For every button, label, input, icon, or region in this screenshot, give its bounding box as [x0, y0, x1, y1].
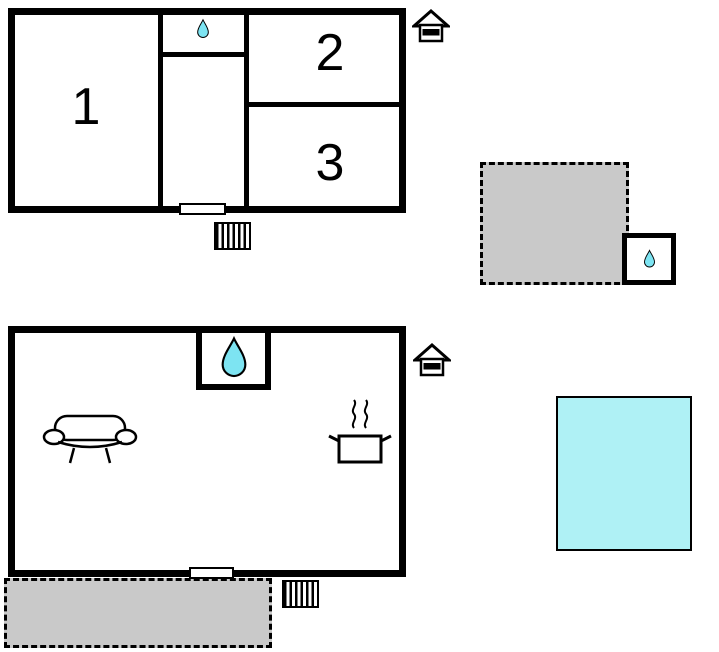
pool [556, 396, 692, 551]
ground-floor-plan [8, 326, 406, 579]
room-label-1: 1 [71, 78, 101, 136]
stairs-icon [282, 580, 319, 608]
sofa-icon [42, 408, 138, 466]
interior-wall [158, 15, 163, 206]
entrance-door [189, 567, 234, 579]
interior-wall [244, 102, 399, 107]
water-drop-icon [195, 18, 211, 41]
water-drop-icon [642, 248, 657, 270]
upper-floor-plan: 1 2 3 [8, 8, 406, 215]
house-icon [413, 343, 451, 379]
outdoor-bath-box [622, 233, 676, 285]
entrance-door [179, 203, 226, 215]
interior-wall [244, 15, 249, 206]
interior-wall [158, 52, 249, 57]
water-drop-icon [217, 335, 251, 382]
house-icon [412, 9, 450, 45]
terrace-area [4, 578, 272, 648]
room-label-3: 3 [315, 134, 345, 192]
room-label-2: 2 [315, 24, 345, 82]
bathroom-box [196, 333, 271, 390]
stairs-icon [214, 222, 251, 250]
cooking-pot-icon [328, 396, 392, 470]
terrace-area [480, 162, 629, 285]
